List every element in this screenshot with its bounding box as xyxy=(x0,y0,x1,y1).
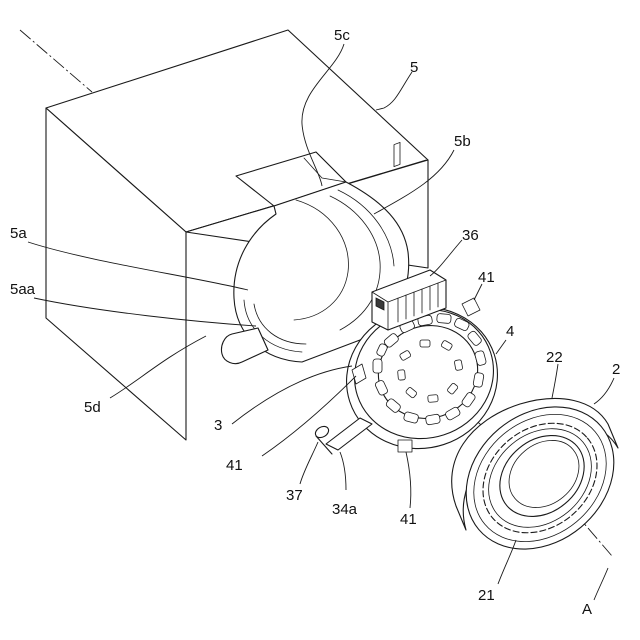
label-tab-upper: 41 xyxy=(478,269,495,286)
label-housing: 5 xyxy=(410,59,418,76)
label-outer-race: 22 xyxy=(546,349,563,366)
label-holder: 3 xyxy=(214,417,222,434)
label-tab-lower-left: 41 xyxy=(226,457,243,474)
label-bore-inner: 5aa xyxy=(10,281,36,298)
label-bore-edge: 5b xyxy=(454,133,471,150)
label-notch: 5d xyxy=(84,399,101,416)
label-axis: A xyxy=(582,601,592,618)
label-groove-top: 5c xyxy=(334,27,350,44)
label-tab-lower: 41 xyxy=(400,511,417,528)
label-bearing: 2 xyxy=(612,361,620,378)
arm-and-pin xyxy=(313,418,372,454)
label-bore: 5a xyxy=(10,225,27,242)
label-sensor-ring: 4 xyxy=(506,323,514,340)
label-arm: 34a xyxy=(332,501,358,518)
label-connector: 36 xyxy=(462,227,479,244)
label-pin: 37 xyxy=(286,487,303,504)
label-inner-race: 21 xyxy=(478,587,495,604)
